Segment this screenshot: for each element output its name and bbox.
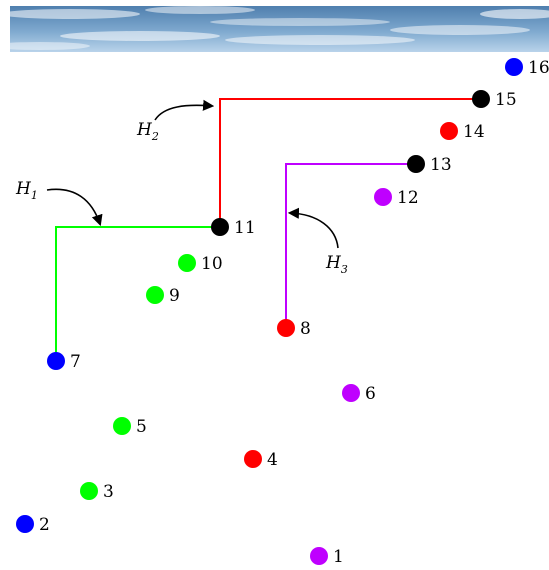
point-label: 16: [528, 58, 549, 78]
point-label: 5: [136, 417, 147, 437]
hook-path-H1: [55, 226, 220, 361]
hook-label-H3: H3: [287, 207, 348, 276]
point-label: 2: [39, 515, 50, 535]
hook-label-main: H: [136, 120, 153, 140]
point-label: 6: [365, 384, 376, 404]
point-3: 3: [80, 482, 114, 502]
point-label: 14: [463, 122, 485, 142]
hook-label-sub: 3: [341, 263, 348, 276]
point-5: 5: [113, 417, 147, 437]
point-7: 7: [47, 352, 81, 372]
point-marker: [310, 547, 328, 565]
point-label: 10: [201, 254, 223, 274]
hook-path-H2: [219, 98, 481, 227]
point-13: 13: [407, 155, 452, 175]
point-label: 13: [430, 155, 452, 175]
point-9: 9: [146, 286, 180, 306]
point-label: 3: [103, 482, 114, 502]
hook-label-sub: 2: [151, 130, 159, 143]
point-6: 6: [342, 384, 376, 404]
point-marker: [211, 218, 229, 236]
point-2: 2: [16, 515, 50, 535]
point-label: 15: [495, 90, 517, 110]
hook-label-H2: H2: [136, 99, 215, 143]
point-15: 15: [472, 90, 517, 110]
point-label: 8: [300, 319, 311, 339]
point-marker: [472, 90, 490, 108]
point-label: 7: [70, 352, 81, 372]
svg-text:H2: H2: [136, 120, 159, 143]
hook-label-main: H: [15, 179, 32, 199]
point-8: 8: [277, 319, 311, 339]
point-label: 12: [397, 188, 419, 208]
hook-arrow-H3: [287, 207, 339, 249]
point-marker: [80, 482, 98, 500]
point-10: 10: [178, 254, 223, 274]
point-12: 12: [374, 188, 419, 208]
point-marker: [342, 384, 360, 402]
sky-banner: [0, 6, 549, 52]
point-marker: [407, 155, 425, 173]
hook-label-H1: H1: [15, 179, 103, 227]
point-marker: [47, 352, 65, 370]
point-label: 9: [169, 286, 180, 306]
point-marker: [113, 417, 131, 435]
point-marker: [244, 450, 262, 468]
hook-path-H3: [285, 163, 416, 328]
point-marker: [146, 286, 164, 304]
hook-label-sub: 1: [31, 189, 38, 202]
point-marker: [277, 319, 295, 337]
point-11: 11: [211, 218, 256, 238]
point-label: 1: [333, 547, 344, 567]
point-marker: [440, 122, 458, 140]
hook-arrow-H2: [154, 99, 215, 121]
hook-arrow-H1: [46, 188, 103, 227]
point-label: 4: [267, 450, 278, 470]
point-marker: [505, 58, 523, 76]
point-marker: [16, 515, 34, 533]
hook-label-main: H: [325, 253, 342, 273]
svg-text:H1: H1: [15, 179, 38, 202]
point-label: 11: [234, 218, 256, 238]
point-14: 14: [440, 122, 485, 142]
point-marker: [374, 188, 392, 206]
point-marker: [178, 254, 196, 272]
svg-text:H3: H3: [325, 253, 348, 276]
point-4: 4: [244, 450, 278, 470]
point-16: 16: [505, 58, 549, 78]
point-1: 1: [310, 547, 344, 567]
